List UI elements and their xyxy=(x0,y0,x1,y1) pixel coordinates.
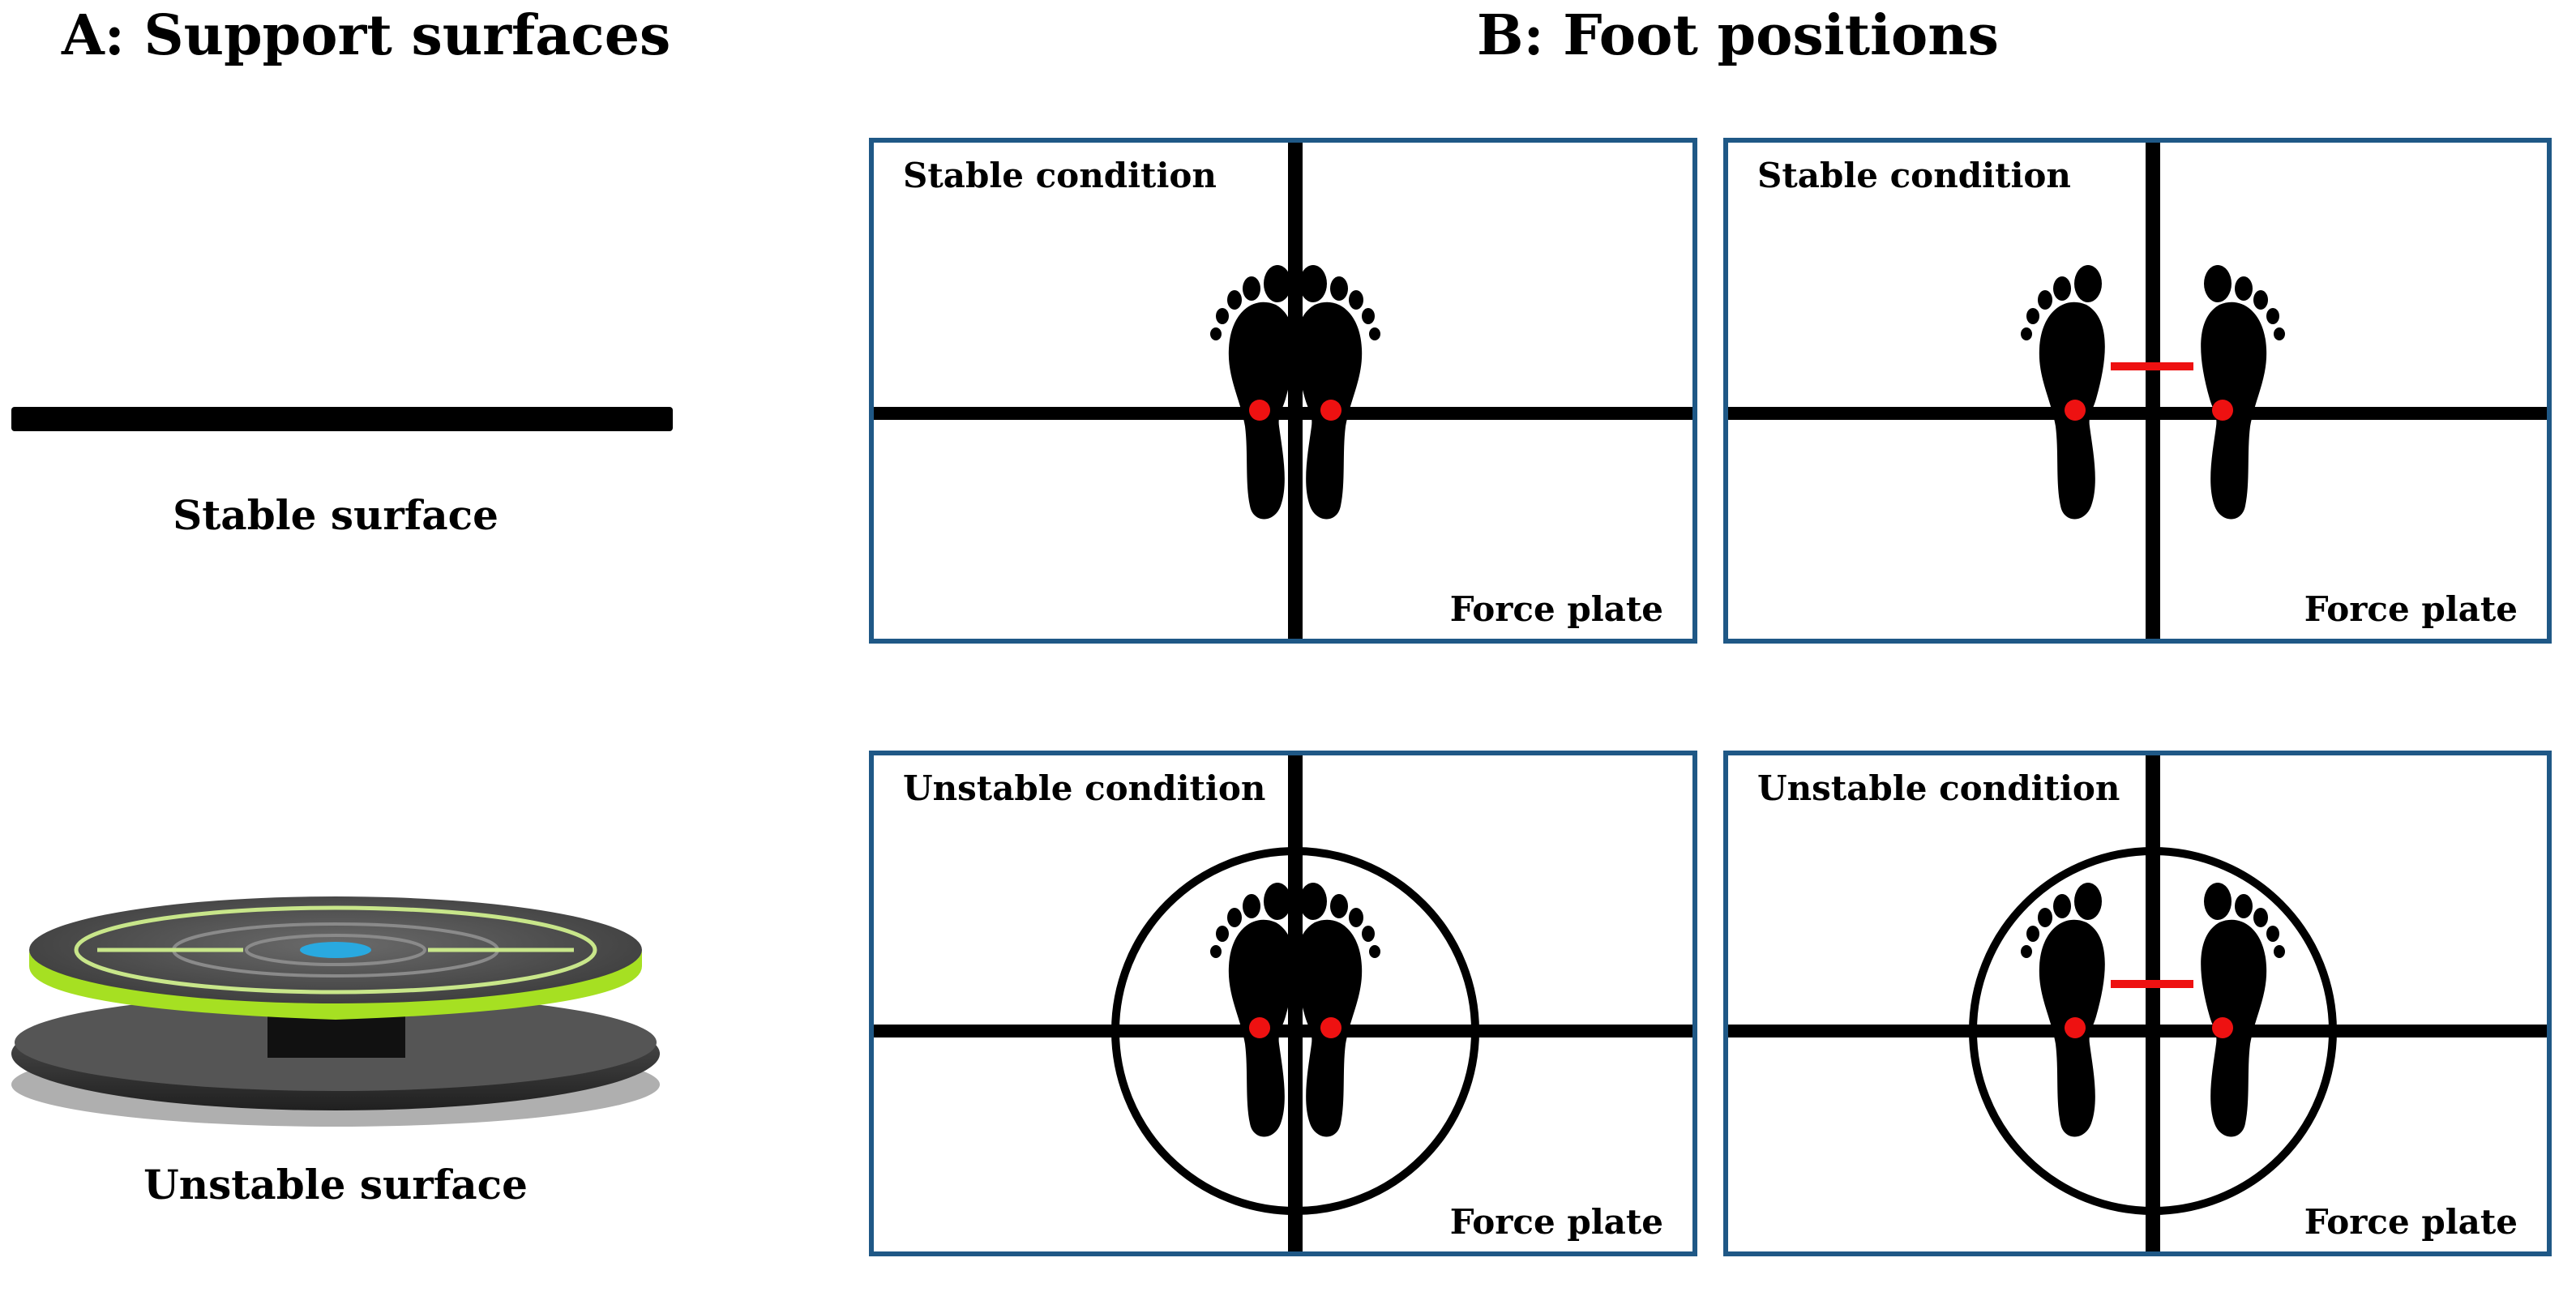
force-plate-diagram xyxy=(874,755,1692,1251)
condition-label: Stable condition xyxy=(903,156,1217,195)
left-foot-icon xyxy=(1210,883,1294,1137)
center-of-pressure-marker xyxy=(1249,1017,1270,1038)
balance-board-outline xyxy=(1969,847,2337,1215)
right-foot-icon xyxy=(1296,265,1380,520)
force-plate-label: Force plate xyxy=(2304,1202,2518,1242)
center-of-pressure-marker xyxy=(1320,1017,1341,1038)
panel-unstable-feet-apart: Unstable condition Force plate xyxy=(1723,751,2552,1256)
left-foot-icon xyxy=(1210,265,1294,520)
force-plate-diagram xyxy=(874,143,1692,639)
panel-stable-feet-apart: Stable condition Force plate xyxy=(1723,138,2552,644)
section-a-title: A: Support surfaces xyxy=(62,3,671,68)
condition-label: Stable condition xyxy=(1757,156,2071,195)
unstable-surface-label: Unstable surface xyxy=(143,1161,528,1209)
section-b-title: B: Foot positions xyxy=(1477,3,1999,68)
balance-board-outline xyxy=(1111,847,1479,1215)
condition-label: Unstable condition xyxy=(903,768,1266,808)
balance-board-image xyxy=(11,896,660,1127)
stable-surface-label: Stable surface xyxy=(173,491,499,539)
force-plate-label: Force plate xyxy=(1449,1202,1663,1242)
left-foot-icon xyxy=(2021,265,2105,520)
force-plate-label: Force plate xyxy=(2304,589,2518,629)
center-of-pressure-marker xyxy=(1249,400,1270,421)
center-of-pressure-marker xyxy=(2212,1017,2233,1038)
force-plate-diagram xyxy=(1728,755,2547,1251)
force-plate-label: Force plate xyxy=(1449,589,1663,629)
panel-stable-feet-together: Stable condition Force plate xyxy=(869,138,1697,644)
center-of-pressure-marker xyxy=(2212,400,2233,421)
condition-label: Unstable condition xyxy=(1757,768,2120,808)
center-of-pressure-marker xyxy=(2065,400,2086,421)
stable-surface-bar xyxy=(11,407,673,431)
force-plate-diagram xyxy=(1728,143,2547,639)
right-foot-icon xyxy=(2201,265,2285,520)
right-foot-icon xyxy=(1296,883,1380,1137)
left-foot-icon xyxy=(2021,883,2105,1137)
panel-unstable-feet-together: Unstable condition Force plate xyxy=(869,751,1697,1256)
center-of-pressure-marker xyxy=(2065,1017,2086,1038)
right-foot-icon xyxy=(2201,883,2285,1137)
center-of-pressure-marker xyxy=(1320,400,1341,421)
